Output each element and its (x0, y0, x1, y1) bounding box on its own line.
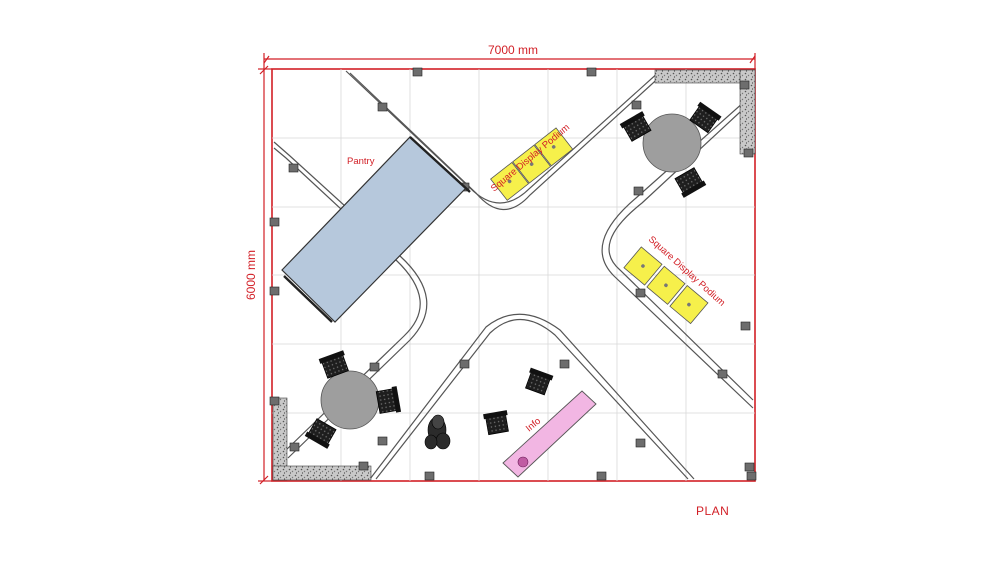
dimension-width (263, 53, 756, 70)
chair (375, 386, 402, 414)
height-label: 6000 mm (244, 250, 258, 300)
podium-top-group (490, 127, 574, 201)
partition-walls (273, 70, 754, 480)
info-counter (502, 390, 597, 478)
corner-panel-bottom-left-h (272, 465, 372, 481)
chair (674, 167, 707, 198)
plant-icon (424, 414, 451, 450)
chair (483, 410, 509, 436)
dimension-height (258, 65, 272, 485)
chair (619, 111, 652, 142)
pantry-label: Pantry (347, 156, 375, 167)
round-table (642, 113, 702, 173)
table-set-bottom-left (304, 350, 402, 449)
round-table (320, 370, 380, 430)
podium-right-group (623, 246, 709, 325)
chair (689, 101, 722, 134)
width-label: 7000 mm (488, 43, 538, 57)
chair (318, 350, 349, 379)
table-set-top-right (619, 101, 722, 198)
chair (525, 367, 554, 396)
chair (304, 418, 337, 449)
plan-title: PLAN (696, 504, 729, 518)
pantry (281, 136, 471, 323)
